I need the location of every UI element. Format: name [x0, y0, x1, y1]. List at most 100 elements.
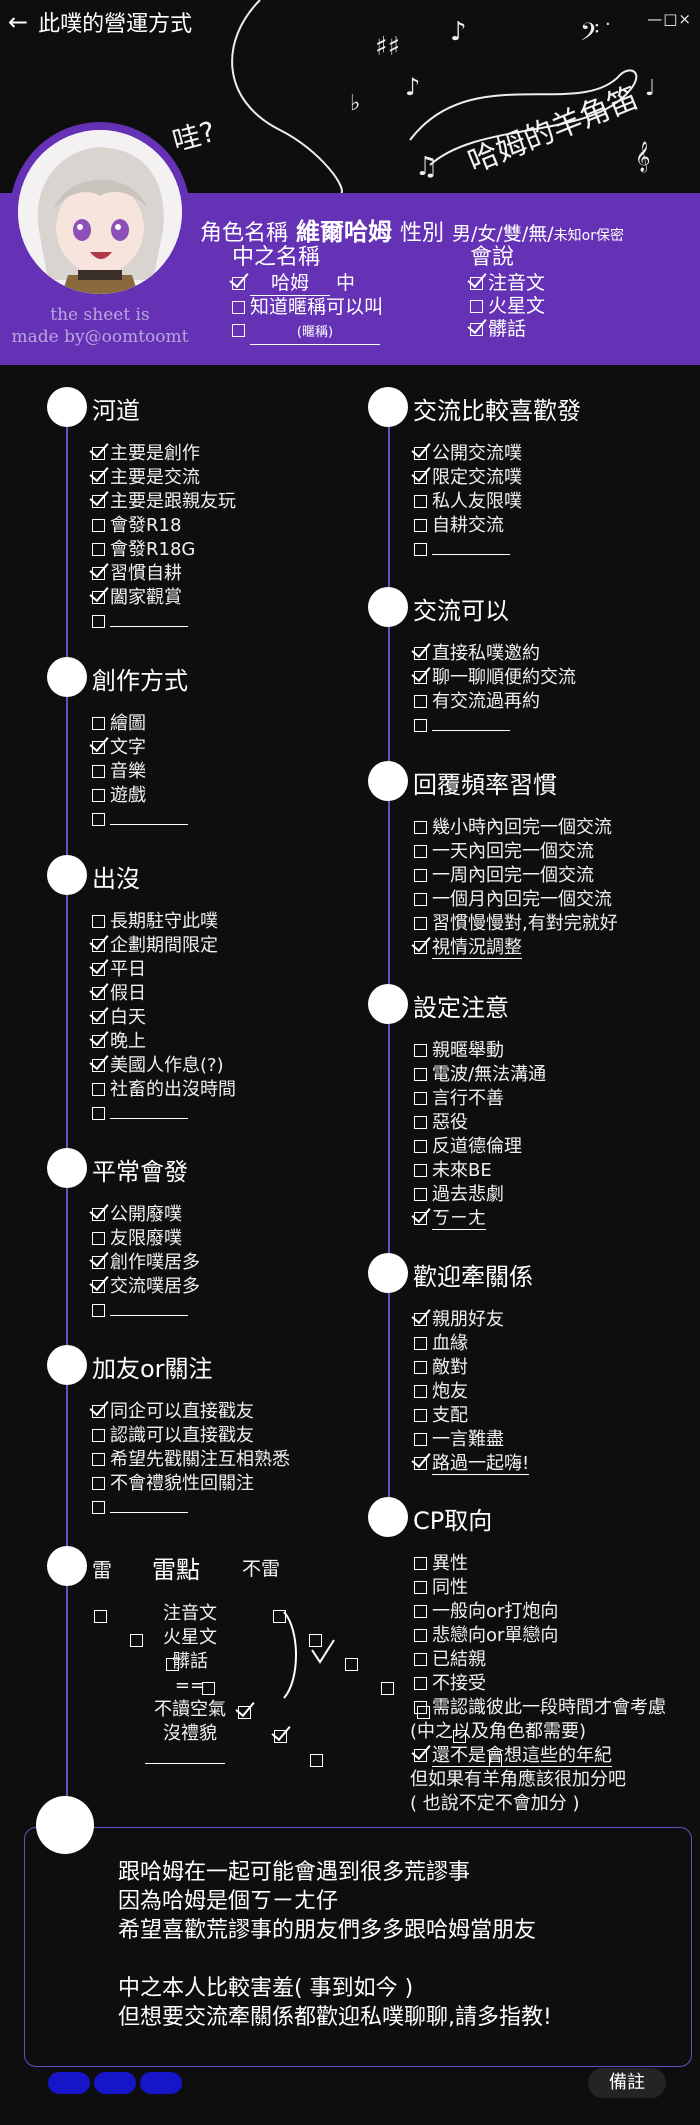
checkbox[interactable] — [414, 495, 427, 508]
right-option-item[interactable]: 親朋好友 — [414, 1308, 504, 1332]
right-option-item[interactable]: 一般向or打炮向 — [414, 1600, 558, 1624]
checkbox[interactable] — [92, 1477, 105, 1490]
checkbox[interactable] — [92, 1059, 105, 1072]
arrow-left-icon[interactable]: ← — [8, 8, 29, 36]
left-option-item[interactable]: 平日 — [92, 958, 146, 982]
left-option-item[interactable]: 希望先戳關注互相熟悉 — [92, 1448, 290, 1472]
thunder-left-checkbox[interactable] — [166, 1658, 179, 1671]
checkbox[interactable] — [414, 647, 427, 660]
thunder-left-checkbox[interactable] — [274, 1730, 287, 1743]
left-option-item[interactable]: 會發R18 — [92, 514, 181, 538]
checkbox[interactable] — [414, 1068, 427, 1081]
right-option-item[interactable]: 炮友 — [414, 1380, 468, 1404]
right-option-item[interactable]: 路過一起嗨! — [414, 1452, 530, 1476]
left-option-item[interactable] — [92, 1299, 188, 1323]
checkbox[interactable] — [414, 1653, 427, 1666]
blank-line[interactable] — [110, 811, 188, 825]
page-dot-2[interactable] — [94, 2072, 136, 2094]
checkbox[interactable] — [414, 1457, 427, 1470]
checkbox[interactable] — [414, 1361, 427, 1374]
thunder-right-checkbox[interactable] — [417, 1706, 430, 1719]
thunder-left-checkbox[interactable] — [238, 1706, 251, 1719]
right-option-item[interactable]: 一言難盡 — [414, 1428, 504, 1452]
left-option-item[interactable]: 主要是交流 — [92, 466, 200, 490]
right-option-item[interactable]: 直接私噗邀約 — [414, 642, 540, 666]
checkbox[interactable] — [414, 1749, 427, 1762]
right-option-item[interactable]: 異性 — [414, 1552, 468, 1576]
checkbox[interactable] — [92, 1304, 105, 1317]
blank-line[interactable] — [110, 1105, 188, 1119]
checkbox[interactable] — [414, 893, 427, 906]
right-option-item[interactable] — [414, 714, 510, 738]
checkbox[interactable] — [92, 717, 105, 730]
checkbox[interactable] — [92, 765, 105, 778]
checkbox[interactable] — [414, 719, 427, 732]
checkbox[interactable] — [414, 941, 427, 954]
checkbox[interactable] — [92, 495, 105, 508]
checkbox[interactable] — [414, 869, 427, 882]
checkbox[interactable] — [92, 1429, 105, 1442]
checkbox[interactable] — [414, 1044, 427, 1057]
nickname-row-2[interactable]: 知道暱稱可以叫 — [232, 296, 383, 319]
left-option-item[interactable]: 習慣自耕 — [92, 562, 182, 586]
checkbox[interactable] — [92, 1035, 105, 1048]
checkbox[interactable] — [414, 1212, 427, 1225]
checkbox[interactable] — [92, 471, 105, 484]
checkbox[interactable] — [92, 1011, 105, 1024]
right-option-item[interactable]: 習慣慢慢對,有對完就好 — [414, 912, 618, 936]
checkbox[interactable] — [232, 277, 245, 290]
checkbox[interactable] — [414, 1677, 427, 1690]
right-option-item[interactable]: 悲戀向or單戀向 — [414, 1624, 558, 1648]
blank-line[interactable] — [432, 717, 510, 731]
left-option-item[interactable]: 會發R18G — [92, 538, 195, 562]
right-option-item[interactable]: 還不是會想這些的年紀 — [414, 1744, 612, 1768]
checkbox[interactable] — [414, 1092, 427, 1105]
left-option-item[interactable]: 同企可以直接戳友 — [92, 1400, 254, 1424]
checkbox[interactable] — [414, 1701, 427, 1714]
right-option-item[interactable]: 公開交流噗 — [414, 442, 522, 466]
checkbox[interactable] — [92, 789, 105, 802]
right-option-item[interactable]: 需認識彼此一段時間才會考慮 — [414, 1696, 666, 1720]
checkbox[interactable] — [414, 695, 427, 708]
left-option-item[interactable]: 社畜的出沒時間 — [92, 1078, 236, 1102]
left-option-item[interactable]: 美國人作息(?) — [92, 1054, 224, 1078]
page-dot-3[interactable] — [140, 2072, 182, 2094]
thunder-left-checkbox[interactable] — [202, 1682, 215, 1695]
right-option-item[interactable]: 血緣 — [414, 1332, 468, 1356]
checkbox[interactable] — [414, 1313, 427, 1326]
checkbox[interactable] — [414, 1605, 427, 1618]
right-option-item[interactable]: 不接受 — [414, 1672, 486, 1696]
left-option-item[interactable]: 文字 — [92, 736, 146, 760]
thunder-left-checkbox[interactable] — [130, 1634, 143, 1647]
left-option-item[interactable]: 企劃期間限定 — [92, 934, 218, 958]
thunder-right-checkbox[interactable] — [381, 1682, 394, 1695]
checkbox[interactable] — [414, 1581, 427, 1594]
left-option-item[interactable]: 認識可以直接戳友 — [92, 1424, 254, 1448]
right-option-item[interactable]: 反道德倫理 — [414, 1135, 522, 1159]
right-option-item[interactable]: 視情況調整 — [414, 936, 522, 960]
lang-row-1[interactable]: 注音文 — [470, 272, 545, 295]
checkbox[interactable] — [92, 915, 105, 928]
checkbox[interactable] — [92, 1232, 105, 1245]
right-option-item[interactable]: 私人友限噗 — [414, 490, 522, 514]
right-option-item[interactable] — [414, 538, 510, 562]
thunder-left-checkbox[interactable] — [94, 1610, 107, 1623]
left-option-item[interactable]: 主要是創作 — [92, 442, 200, 466]
right-option-item[interactable]: 限定交流噗 — [414, 466, 522, 490]
right-option-item[interactable]: 惡役 — [414, 1111, 468, 1135]
nickname-row-3[interactable]: (暱稱) — [232, 319, 383, 345]
checkbox[interactable] — [92, 1280, 105, 1293]
right-option-item[interactable]: 自耕交流 — [414, 514, 504, 538]
checkbox[interactable] — [414, 917, 427, 930]
left-option-item[interactable]: 假日 — [92, 982, 146, 1006]
lang-row-2[interactable]: 火星文 — [470, 295, 545, 318]
thunder-right-checkbox[interactable] — [453, 1730, 466, 1743]
checkbox[interactable] — [414, 1140, 427, 1153]
checkbox[interactable] — [414, 1116, 427, 1129]
checkbox[interactable] — [470, 323, 483, 336]
left-option-item[interactable]: 音樂 — [92, 760, 146, 784]
checkbox[interactable] — [92, 1453, 105, 1466]
right-option-item[interactable]: 已結親 — [414, 1648, 486, 1672]
checkbox[interactable] — [414, 1385, 427, 1398]
checkbox[interactable] — [470, 277, 483, 290]
